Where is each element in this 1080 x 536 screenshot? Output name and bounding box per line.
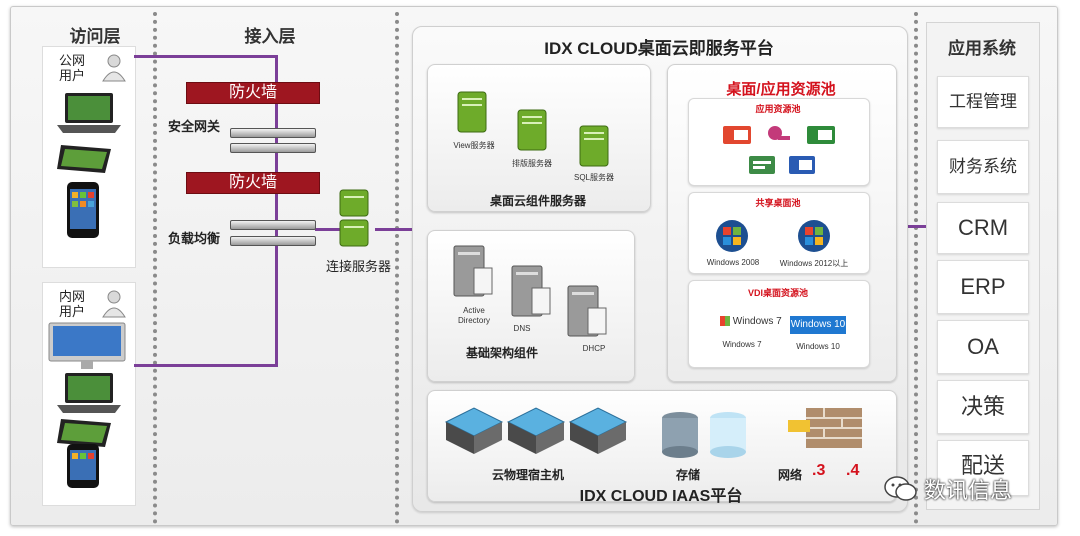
app-decision[interactable]: 决策 [937,380,1029,434]
dhcp-server-icon [567,285,607,337]
wechat-icon [884,476,917,501]
platform-apps-link-line [908,225,930,228]
watermark-text: 数讯信息 [924,478,1013,503]
resource-pool-title: 桌面/应用资源池 [726,81,836,98]
dhcp-label: DHCP [582,344,606,353]
app-crm[interactable]: CRM [937,202,1029,254]
key-app-icon [768,126,790,140]
security-gateway-device-2 [230,143,316,153]
internal-link-line [134,364,277,367]
laptop-icon [57,373,121,413]
infra-group-label: 基础架构组件 [465,346,538,360]
connection-server-icon [339,189,369,247]
windows-7-logo: Windows 7 [720,316,782,327]
user-icon [102,290,126,318]
internal-user-panel: 内网 用户 [42,282,136,506]
app-erp[interactable]: ERP [937,260,1029,314]
sql-server-icon [579,125,609,167]
components-group-label: 桌面云组件服务器 [489,194,586,208]
public-link-line [134,55,277,58]
active-directory-label-line1: Active [463,306,485,315]
storage-label: 存储 [676,468,701,482]
windows-7-label: Windows 7 [722,340,762,349]
trunk-link-line [275,55,278,367]
app-pool-title: 应用资源池 [755,104,801,114]
dns-label: DNS [513,324,531,333]
project-app-icon [749,156,775,174]
user-icon [102,54,126,82]
public-user-label-line2: 用户 [59,68,86,83]
app-oa[interactable]: OA [937,320,1029,374]
tablet-icon [57,145,111,173]
windows-logo-icon [716,220,748,252]
load-balancer-device-2 [230,236,316,246]
dns-server-icon [511,265,551,317]
public-user-label-line1: 公网 [59,53,86,68]
internal-user-label: 内网 用户 [59,289,85,319]
app-pool-panel [688,98,870,186]
app-engineering-management[interactable]: 工程管理 [937,76,1029,128]
windows-2012-label: Windows 2012以上 [779,259,849,268]
windows-logo-icon [798,220,830,252]
windows-2008-label: Windows 2008 [706,258,760,267]
physical-hosts-icon [444,407,628,454]
separator-apps [914,12,918,524]
separator-access [153,12,157,524]
physical-hosts-label: 云物理宿主机 [492,468,565,482]
ppt-app-icon [723,126,751,144]
active-directory-server-icon [453,245,493,297]
phone-icon [67,444,99,488]
view-server-icon [457,91,487,133]
storage-icon [662,412,746,458]
word-app-icon [789,156,815,174]
internal-user-label-line2: 用户 [59,304,86,319]
tablet-icon [57,419,111,447]
iaas-title: IDX CLOUD IAAS平台 [579,488,743,505]
windows-flag-icon [720,316,730,327]
excel-app-icon [807,126,835,144]
active-directory-label: Active Directory [446,306,502,326]
network-segment-4: .4 [846,462,860,479]
active-directory-label-line2: Directory [457,316,490,325]
app-finance-system[interactable]: 财务系统 [937,140,1029,194]
shared-desktop-pool-title: 共享桌面池 [755,198,801,208]
network-label: 网络 [778,468,803,482]
windows-7-logo-text: Windows 7 [732,316,782,327]
lb-conn-link-line [315,228,345,231]
access-layer-title: 访问层 [69,27,121,46]
vdi-pool-title: VDI桌面资源池 [747,288,808,298]
conn-platform-link-line [375,228,413,231]
connection-server-label: 连接服务器 [326,259,392,274]
firewall-top: 防火墙 [186,82,320,104]
security-gateway-label: 安全网关 [168,119,221,134]
separator-ingress [395,12,399,524]
desktop-icon [48,322,126,369]
network-firewall-icon [788,408,862,448]
layout-server-icon [517,109,547,151]
layout-server-label: 排版服务器 [512,159,552,168]
firewall-bottom: 防火墙 [186,172,320,194]
laptop-icon [57,93,121,133]
platform-title: IDX CLOUD桌面云即服务平台 [544,39,774,58]
public-user-panel: 公网 用户 [42,46,136,268]
sql-server-label: SQL服务器 [573,173,614,182]
windows-10-label: Windows 10 [796,342,840,351]
apps-layer-title: 应用系统 [948,39,1016,58]
internal-user-label-line1: 内网 [59,289,86,304]
app-delivery[interactable]: 配送 [937,440,1029,496]
load-balancer-label: 负载均衡 [168,231,221,246]
view-server-label: View服务器 [453,141,495,150]
watermark: 数讯信息 [884,474,1012,504]
load-balancer-device [230,220,316,230]
windows-10-logo: Windows 10 [790,316,846,334]
ingress-layer-title: 接入层 [244,27,296,46]
phone-icon [67,182,99,238]
public-user-label: 公网 用户 [59,53,85,83]
network-segment-3: .3 [812,462,826,479]
security-gateway-device [230,128,316,138]
